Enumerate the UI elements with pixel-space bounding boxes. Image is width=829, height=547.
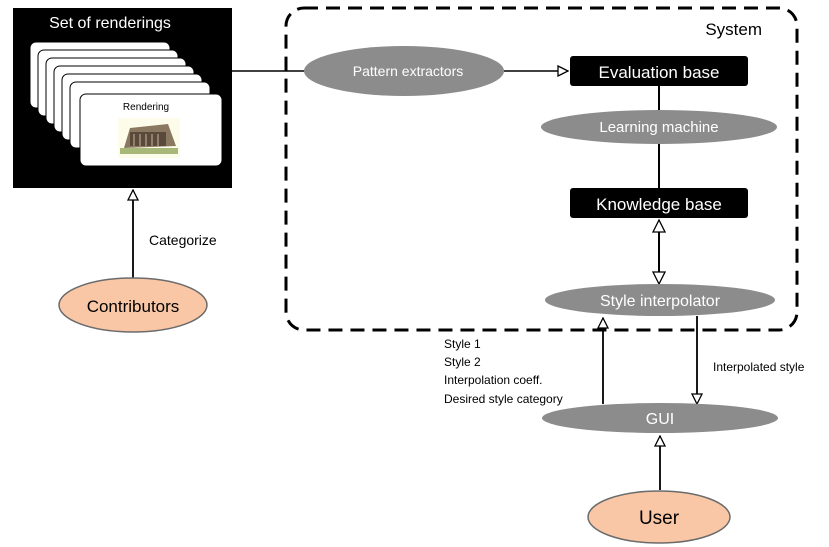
user-actor <box>587 490 731 544</box>
input-label: Style 1 <box>444 337 481 351</box>
user-label: User <box>639 508 680 529</box>
evaluation-base-node <box>570 56 748 86</box>
gui-node <box>542 403 778 433</box>
renderings-title: Set of renderings <box>49 15 171 32</box>
learning-machine-node <box>541 110 777 144</box>
knowledge-base-node <box>570 188 748 218</box>
contributors-actor <box>58 277 208 333</box>
input-label: Desired style category <box>444 392 563 406</box>
interpolated-style-label: Interpolated style <box>713 360 805 374</box>
system-label: System <box>705 20 762 39</box>
building-thumbnail <box>118 118 180 158</box>
gui-label: GUI <box>646 411 674 428</box>
pattern-extractors-label: Pattern extractors <box>353 63 464 79</box>
style-interpolator-node <box>545 284 775 316</box>
contributors-label: Contributors <box>87 297 180 316</box>
system-boundary <box>284 6 799 332</box>
evaluation-base-label: Evaluation base <box>599 63 720 82</box>
rendering-card-label: Rendering <box>123 102 169 113</box>
pattern-extractors-node <box>304 46 504 96</box>
learning-machine-label: Learning machine <box>599 119 718 136</box>
arrowhead-up <box>651 218 667 233</box>
input-label: Style 2 <box>444 355 481 369</box>
categorize-label: Categorize <box>149 232 217 248</box>
style-interpolator-label: Style interpolator <box>600 293 721 310</box>
input-label: Interpolation coeff. <box>444 373 543 387</box>
knowledge-base-label: Knowledge base <box>596 195 722 214</box>
arrowhead-down <box>651 271 667 286</box>
input-labels: Style 1 Style 2 Interpolation coeff. Des… <box>444 337 563 406</box>
